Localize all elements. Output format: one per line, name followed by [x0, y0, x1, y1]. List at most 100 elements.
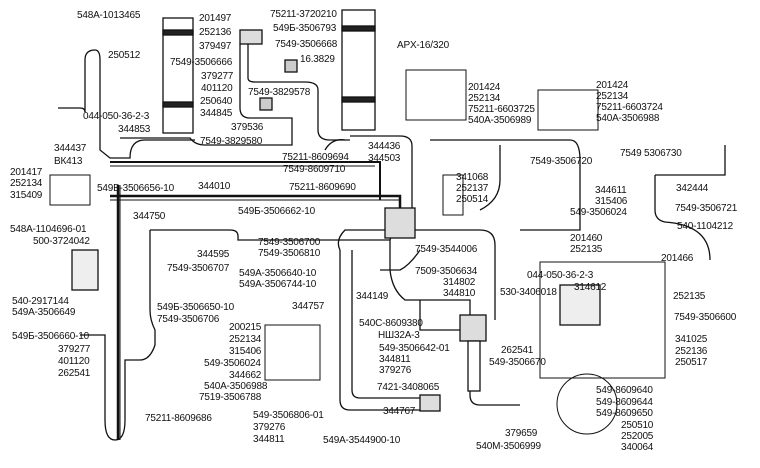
- pump-nsh32: [459, 314, 487, 342]
- part-number-label: 75211-3720210: [270, 9, 337, 20]
- filter: [419, 394, 441, 412]
- part-number-label: 344010: [198, 181, 231, 192]
- part-number-label: 314612: [574, 282, 607, 293]
- part-number-label: 344611: [595, 185, 627, 196]
- part-number-label: 344436: [368, 141, 401, 152]
- part-number-label: 7549-3829578: [248, 87, 311, 98]
- part-number-label: 549-8609640: [596, 385, 653, 396]
- part-number-label: 344595: [197, 249, 230, 260]
- part-number-label: 252136: [199, 27, 232, 38]
- part-number-label: 540A-3506989: [468, 115, 532, 126]
- part-number-label: 7549-3506707: [167, 263, 230, 274]
- part-number-label: ВК413: [54, 156, 83, 167]
- part-number-label: 250514: [456, 194, 489, 205]
- part-number-label: 252134: [468, 93, 501, 104]
- part-number-label: 201417: [10, 167, 43, 178]
- part-number-label: 540A-3506988: [204, 381, 268, 392]
- part-number-label: 549-8609650: [596, 408, 653, 419]
- part-number-label: 379277: [58, 344, 91, 355]
- part-number-label: 75211-8609694: [282, 152, 349, 163]
- part-number-label: 549-3506806-01: [253, 410, 324, 421]
- part-number-label: 252134: [596, 91, 629, 102]
- part-number-label: 344750: [133, 211, 166, 222]
- part-number-label: 7509-3506634: [415, 266, 478, 277]
- part-number-label: 7421-3408065: [377, 382, 440, 393]
- part-number-label: 044-050-36-2-3: [527, 270, 594, 281]
- receiver-clamp: [341, 25, 376, 32]
- distribution-valve: [384, 207, 416, 239]
- part-number-label: 549-8609644: [596, 397, 653, 408]
- part-number-label: APX-16/320: [397, 40, 449, 51]
- part-number-label: 341068: [456, 172, 489, 183]
- part-number-label: 75211-8609690: [289, 182, 356, 193]
- part-number-label: 540A-3506988: [596, 113, 660, 124]
- part-number-label: 540-1104212: [677, 221, 734, 232]
- valve-body: [239, 29, 263, 45]
- compressor: [559, 284, 601, 326]
- part-number-label: 314802: [443, 277, 476, 288]
- part-number-label: 044-050-36-2-3: [83, 111, 150, 122]
- pump-shaft: [467, 340, 481, 392]
- part-number-label: 315406: [595, 196, 628, 207]
- part-number-label: 549Б-3506793: [273, 23, 337, 34]
- part-number-label: 549-3506642-01: [379, 343, 450, 354]
- part-number-label: 344811: [253, 434, 285, 445]
- part-number-label: 549Б-3506656-10: [97, 183, 174, 194]
- part-number-label: 201497: [199, 13, 232, 24]
- part-number-label: 201466: [661, 253, 694, 264]
- part-number-label: 252134: [229, 334, 262, 345]
- part-number-label: 252135: [570, 244, 603, 255]
- part-number-label: 344811: [379, 354, 411, 365]
- valve-body: [284, 59, 298, 73]
- part-number-label: 252136: [675, 346, 708, 357]
- part-number-label: 16.3829: [300, 54, 335, 65]
- part-number-label: 379497: [199, 41, 232, 52]
- part-number-label: 344767: [383, 406, 416, 417]
- part-number-label: 344810: [443, 288, 476, 299]
- part-number-label: 549A-3506744-10: [239, 279, 317, 290]
- part-number-label: 340064: [621, 442, 654, 453]
- air-receiver-left: [162, 17, 194, 134]
- part-number-label: 7549-3506810: [258, 248, 321, 259]
- detail-box: [405, 69, 467, 121]
- part-number-label: 262541: [501, 345, 534, 356]
- part-number-label: 7549 5306730: [620, 148, 682, 159]
- part-number-label: 549-3506024: [570, 207, 627, 218]
- part-number-label: 200215: [229, 322, 262, 333]
- part-number-label: 549-3506670: [489, 357, 546, 368]
- part-number-label: 75211-6603725: [468, 104, 535, 115]
- part-number-label: 315409: [10, 190, 43, 201]
- part-number-label: 75211-6603724: [596, 102, 663, 113]
- part-number-label: 549A-3506640-10: [239, 268, 317, 279]
- part-number-label: 549A-3506649: [12, 307, 76, 318]
- receiver-clamp: [162, 29, 194, 36]
- part-number-label: 201424: [468, 82, 501, 93]
- part-number-label: 7549-3506668: [275, 39, 338, 50]
- part-number-label: 7549-3544006: [415, 244, 478, 255]
- valve-body: [259, 97, 273, 111]
- part-number-label: 252134: [10, 178, 43, 189]
- detail-box: [442, 174, 464, 216]
- part-number-label: 549Б-3506662-10: [238, 206, 315, 217]
- part-number-label: 250510: [621, 420, 654, 431]
- part-number-label: 379277: [201, 71, 234, 82]
- detail-box: [537, 89, 599, 131]
- part-number-label: 344662: [229, 370, 262, 381]
- part-number-label: 549-3506024: [204, 358, 261, 369]
- part-number-label: 344845: [200, 108, 233, 119]
- part-number-label: 7549-8609710: [283, 164, 346, 175]
- part-number-label: НШ32А-3: [378, 330, 420, 341]
- clamp-detail-circle: [556, 373, 618, 435]
- part-number-label: 201424: [596, 80, 629, 91]
- receiver-clamp: [162, 101, 194, 108]
- part-number-label: 7549-3506720: [530, 156, 593, 167]
- part-number-label: 252137: [456, 183, 489, 194]
- part-number-label: 7549-3506666: [170, 57, 233, 68]
- part-number-label: 7549-3829580: [200, 136, 263, 147]
- part-number-label: 540-2917144: [12, 296, 69, 307]
- part-number-label: 344853: [118, 124, 151, 135]
- part-number-label: 540C-8609380: [359, 318, 423, 329]
- part-number-label: 530-3406018: [500, 287, 557, 298]
- part-number-label: 548A-1013465: [77, 10, 141, 21]
